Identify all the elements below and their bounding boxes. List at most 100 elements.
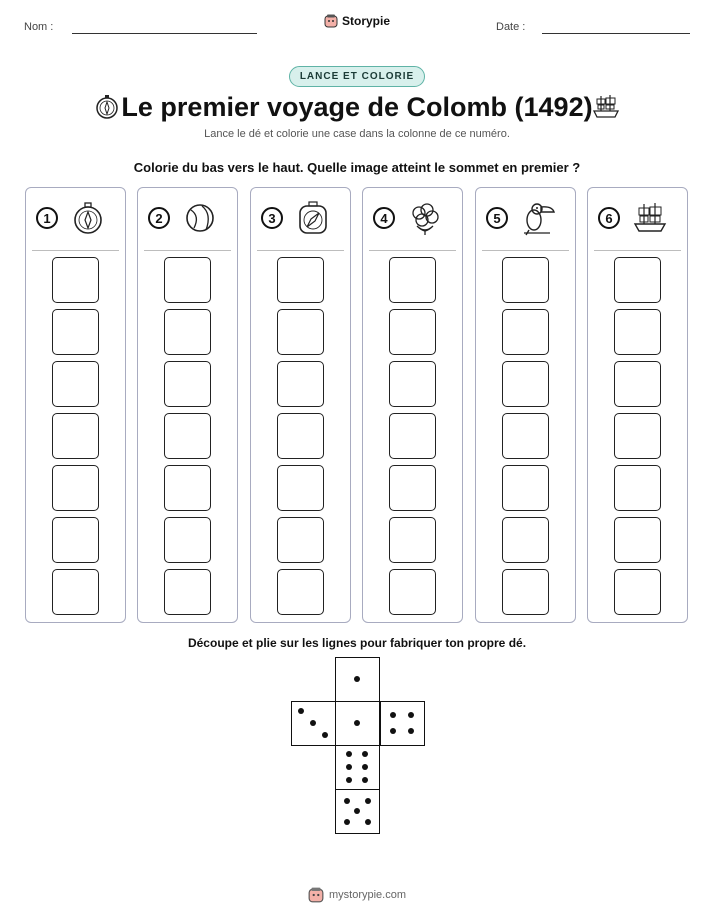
dice-face-5 — [335, 789, 380, 834]
color-box[interactable] — [614, 361, 661, 407]
color-box[interactable] — [502, 517, 549, 563]
color-box[interactable] — [502, 309, 549, 355]
column-divider — [594, 250, 681, 251]
column-number: 1 — [36, 207, 58, 229]
color-box[interactable] — [52, 361, 99, 407]
color-box[interactable] — [52, 569, 99, 615]
color-box[interactable] — [389, 361, 436, 407]
color-box[interactable] — [502, 257, 549, 303]
dice-pip — [389, 711, 396, 718]
dice-pip — [343, 797, 350, 804]
cut-instruction: Découpe et plie sur les lignes pour fabr… — [187, 636, 527, 650]
dice-face-6 — [335, 745, 380, 790]
ship-icon — [633, 203, 667, 232]
color-box[interactable] — [52, 413, 99, 459]
dice-face-1 — [335, 657, 380, 702]
color-box[interactable] — [502, 465, 549, 511]
column-number: 6 — [598, 207, 620, 229]
color-box[interactable] — [277, 257, 324, 303]
color-box[interactable] — [277, 309, 324, 355]
footer-url[interactable]: mystorypie.com — [328, 889, 407, 901]
column-number: 5 — [486, 207, 508, 229]
dice-column-3: 3 — [250, 187, 351, 623]
dice-pip — [298, 708, 305, 715]
dice-column-1: 1 — [25, 187, 126, 623]
column-number: 3 — [261, 207, 283, 229]
color-box[interactable] — [277, 517, 324, 563]
dice-column-4: 4 — [362, 187, 463, 623]
color-box[interactable] — [389, 309, 436, 355]
compass-icon — [96, 95, 118, 119]
color-box[interactable] — [52, 465, 99, 511]
color-box[interactable] — [389, 517, 436, 563]
color-box[interactable] — [52, 257, 99, 303]
color-box[interactable] — [52, 517, 99, 563]
column-divider — [257, 250, 344, 251]
color-box[interactable] — [164, 517, 211, 563]
column-divider — [32, 250, 119, 251]
instruction-text: Colorie du bas vers le haut. Quelle imag… — [133, 160, 581, 175]
dice-pip — [345, 776, 352, 783]
color-box[interactable] — [502, 569, 549, 615]
dice-pip — [408, 728, 415, 735]
color-box[interactable] — [614, 257, 661, 303]
color-box[interactable] — [164, 257, 211, 303]
color-box[interactable] — [164, 569, 211, 615]
color-box[interactable] — [164, 361, 211, 407]
color-box[interactable] — [277, 361, 324, 407]
color-box[interactable] — [389, 413, 436, 459]
color-box[interactable] — [389, 569, 436, 615]
color-box[interactable] — [614, 517, 661, 563]
dice-column-2: 2 — [137, 187, 238, 623]
color-box[interactable] — [614, 413, 661, 459]
dice-pip — [362, 764, 369, 770]
dice-pip — [362, 751, 369, 758]
dice-pip — [354, 676, 360, 682]
column-divider — [144, 250, 231, 251]
dice-pip — [354, 720, 360, 726]
dice-pip — [354, 808, 360, 814]
dice-face-4 — [380, 701, 425, 746]
color-box[interactable] — [277, 413, 324, 459]
date-line[interactable] — [542, 33, 690, 34]
dice-pip — [364, 797, 371, 804]
color-box[interactable] — [52, 309, 99, 355]
column-number: 2 — [148, 207, 170, 229]
page-subtitle: Lance le dé et colorie une case dans la … — [204, 128, 510, 140]
name-label: Nom : — [24, 21, 54, 33]
color-box[interactable] — [614, 465, 661, 511]
column-divider — [369, 250, 456, 251]
dice-pip — [389, 728, 396, 735]
square-compass-icon — [299, 201, 327, 234]
activity-badge: LANCE ET COLORIE — [0, 66, 714, 87]
dice-pip — [321, 731, 328, 738]
dice-pip — [364, 818, 371, 825]
column-divider — [482, 250, 569, 251]
footer: mystorypie.com — [0, 887, 714, 903]
color-box[interactable] — [164, 309, 211, 355]
color-box[interactable] — [277, 569, 324, 615]
dice-pip — [408, 711, 415, 718]
color-box[interactable] — [502, 413, 549, 459]
color-box[interactable] — [614, 309, 661, 355]
dice-column-6: 6 — [587, 187, 688, 623]
cotton-flower-icon — [412, 203, 439, 235]
color-box[interactable] — [164, 413, 211, 459]
compass-icon — [74, 202, 102, 234]
name-line[interactable] — [72, 33, 257, 34]
storypie-logo-icon — [308, 887, 324, 903]
column-number: 4 — [373, 207, 395, 229]
color-box[interactable] — [389, 465, 436, 511]
color-box[interactable] — [502, 361, 549, 407]
color-box[interactable] — [389, 257, 436, 303]
toucan-icon — [524, 203, 555, 236]
date-label: Date : — [496, 21, 526, 33]
color-box[interactable] — [277, 465, 324, 511]
dice-pip — [345, 764, 352, 770]
dice-face-1 — [335, 701, 380, 746]
storypie-logo-icon — [324, 14, 338, 28]
dice-pip — [310, 720, 316, 726]
color-box[interactable] — [614, 569, 661, 615]
dice-pip — [343, 818, 350, 825]
color-box[interactable] — [164, 465, 211, 511]
